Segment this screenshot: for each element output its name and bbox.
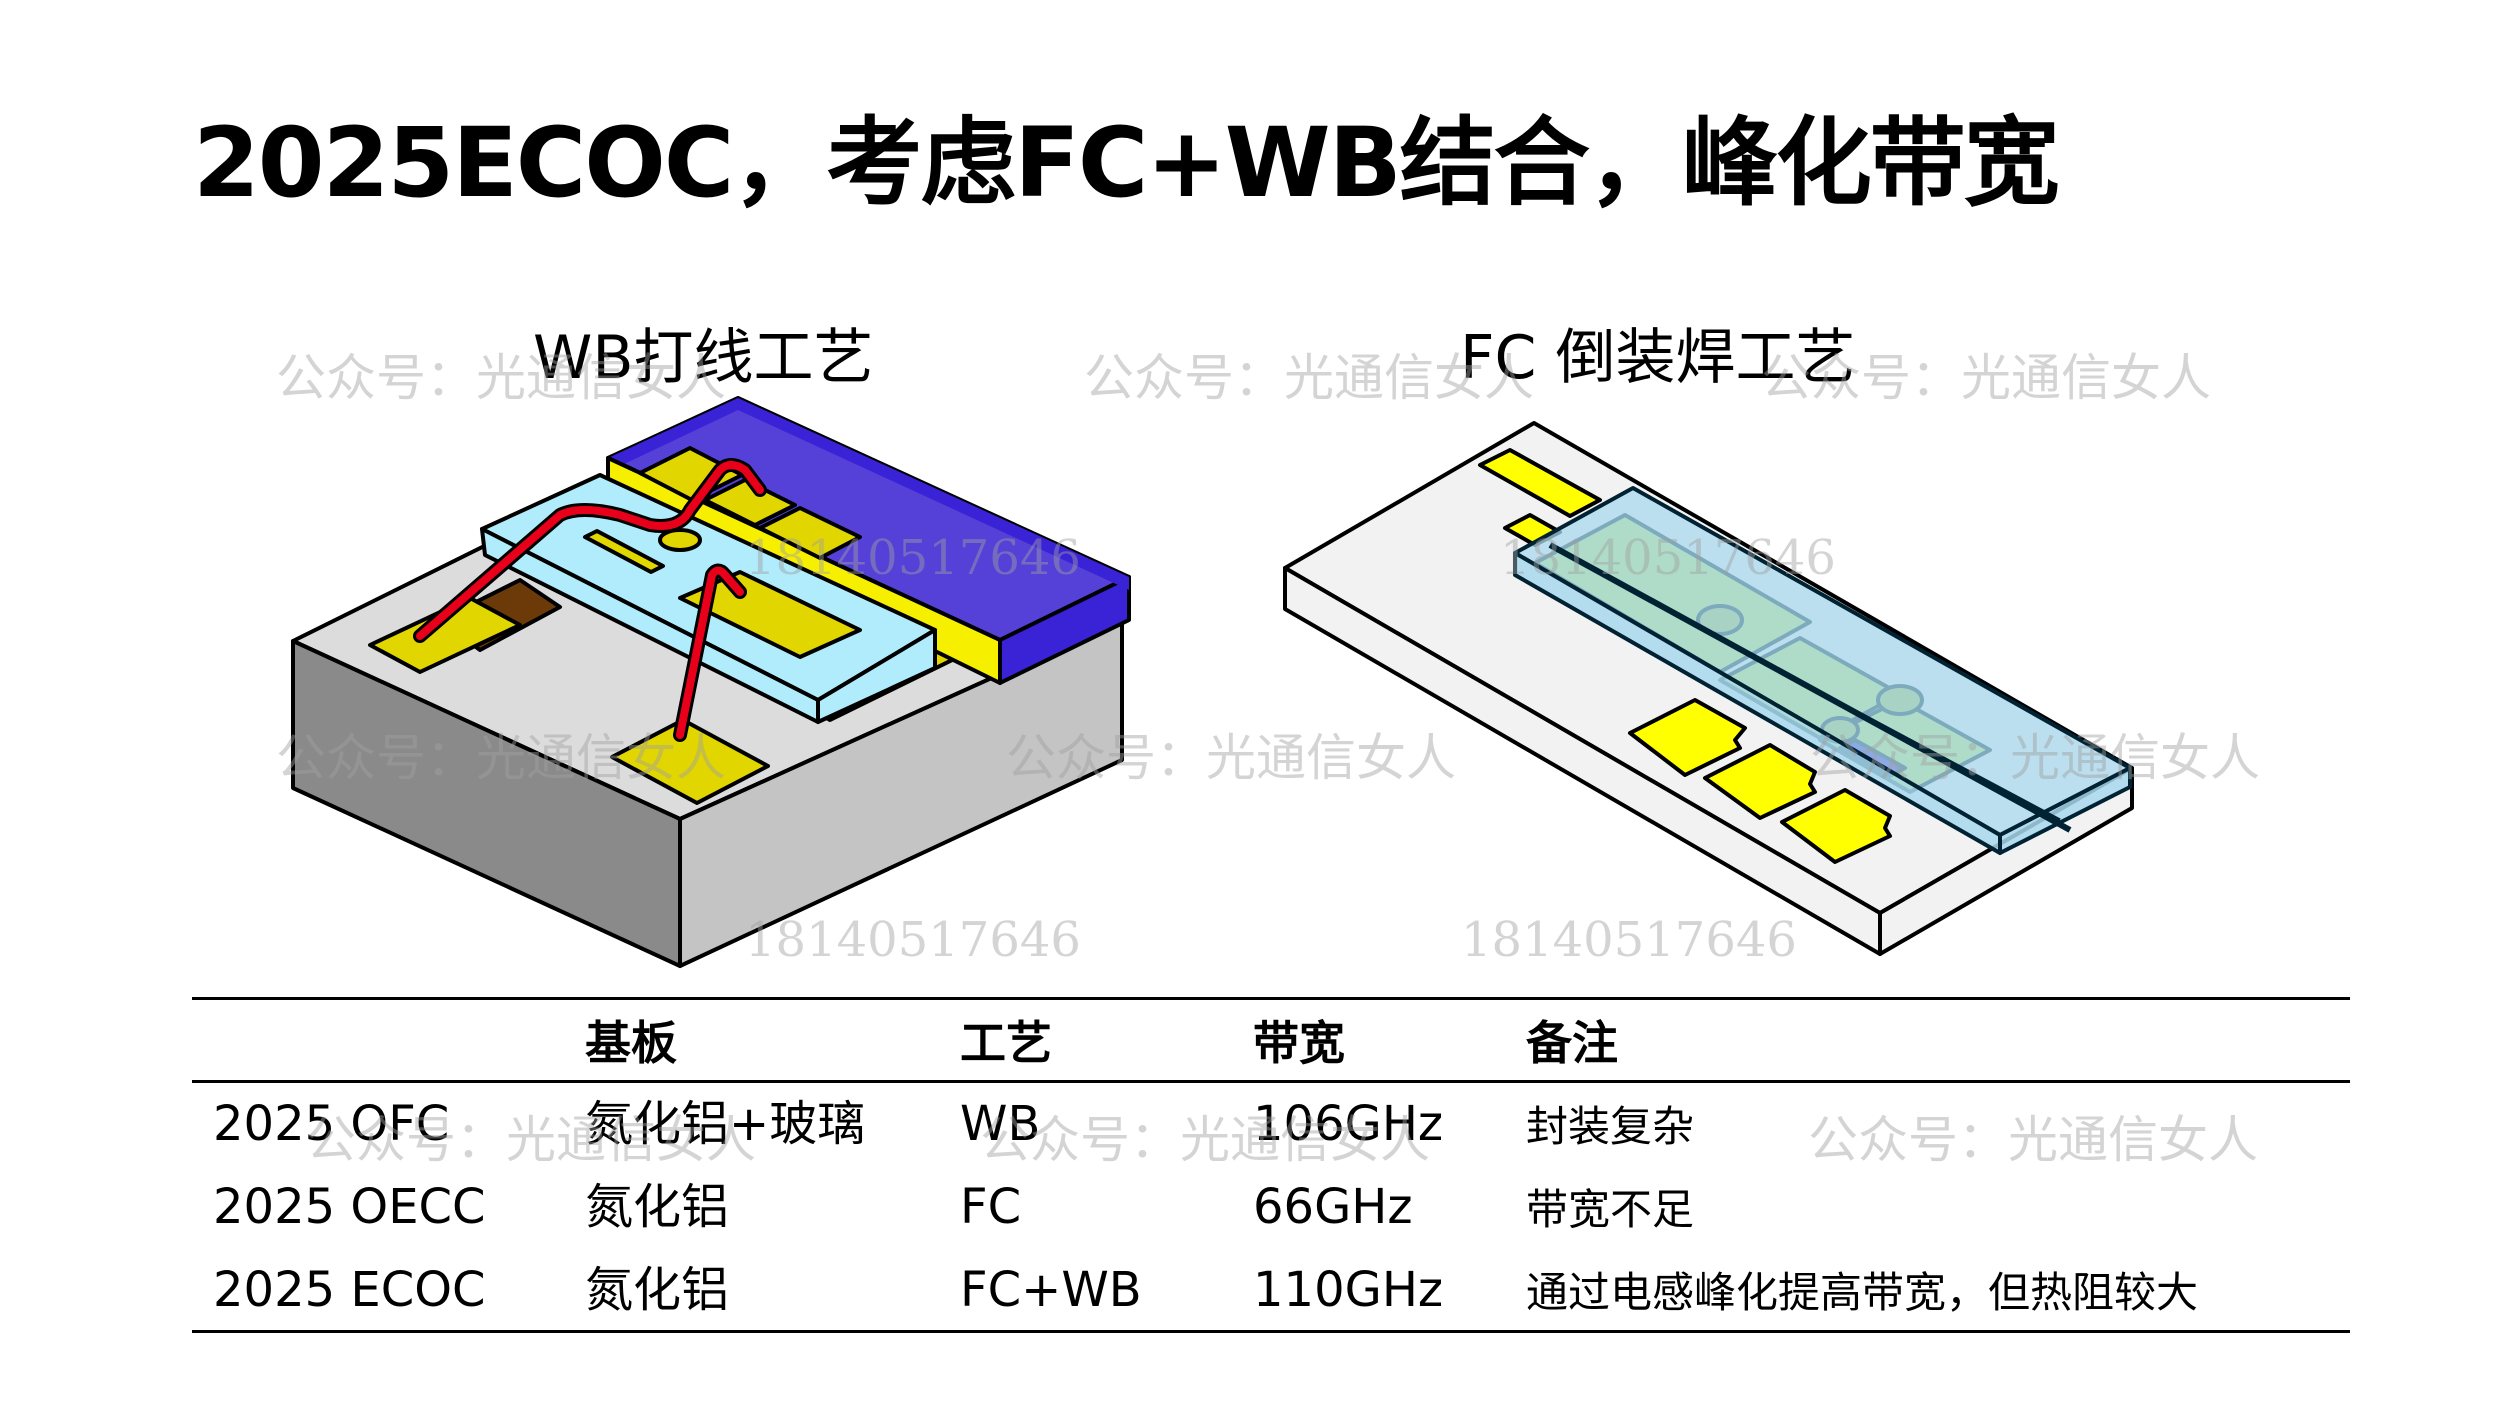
row-bandwidth: 66GHz	[1253, 1179, 1413, 1235]
wb-chip-round-pad	[658, 528, 702, 552]
wb-rf-pad-3	[758, 506, 862, 560]
header-cell-bandwidth: 带宽	[1253, 1016, 1345, 1070]
slide-title: 2025ECOC，考虑FC+WB结合，峰化带宽	[193, 107, 2060, 219]
fc-rf-pad-2	[1703, 743, 1817, 820]
wb-rf-pad-2	[703, 478, 797, 527]
wb-substrate-right-face	[678, 617, 1124, 968]
fc-glass-right-face	[1998, 766, 2132, 855]
row-remark: 通过电感峰化提高带宽，但热阻较大	[1526, 1268, 2199, 1317]
wb-chip-right-face	[816, 628, 937, 724]
table-header-rule	[192, 1080, 2350, 1083]
wb-chip-inductor-pad	[583, 529, 665, 574]
table-bottom-rule	[192, 1330, 2350, 1333]
table-top-rule	[192, 997, 2350, 1000]
row-remark: 带宽不足	[1526, 1185, 1695, 1234]
wb-chip-long-pad	[678, 570, 862, 659]
wb-front-bond-pad	[610, 718, 770, 805]
row-substrate: 氮化铝	[585, 1179, 730, 1235]
row-process: FC	[960, 1179, 1022, 1235]
wb-diagram-label: WB打线工艺	[533, 323, 874, 393]
row-bandwidth: 110GHz	[1253, 1262, 1444, 1318]
row-substrate: 氮化铝+玻璃	[585, 1096, 866, 1152]
row-event: 2025 OFC	[213, 1096, 450, 1152]
row-substrate: 氮化铝	[585, 1262, 730, 1318]
row-process: FC+WB	[960, 1262, 1142, 1318]
row-event: 2025 ECOC	[213, 1262, 486, 1318]
header-cell-substrate: 基板	[585, 1016, 677, 1070]
fc-diagram-label: FC 倒装焊工艺	[1460, 323, 1856, 393]
header-cell-remarks: 备注	[1526, 1016, 1618, 1070]
row-bandwidth: 106GHz	[1253, 1096, 1444, 1152]
row-event: 2025 OECC	[213, 1179, 486, 1235]
row-remark: 封装复杂	[1526, 1102, 1695, 1151]
row-process: WB	[960, 1096, 1041, 1152]
fc-rf-pad-3	[1780, 788, 1892, 864]
fc-trace-1	[1478, 448, 1602, 518]
header-cell-process: 工艺	[960, 1016, 1052, 1070]
fc-rf-pad-1	[1628, 698, 1747, 777]
